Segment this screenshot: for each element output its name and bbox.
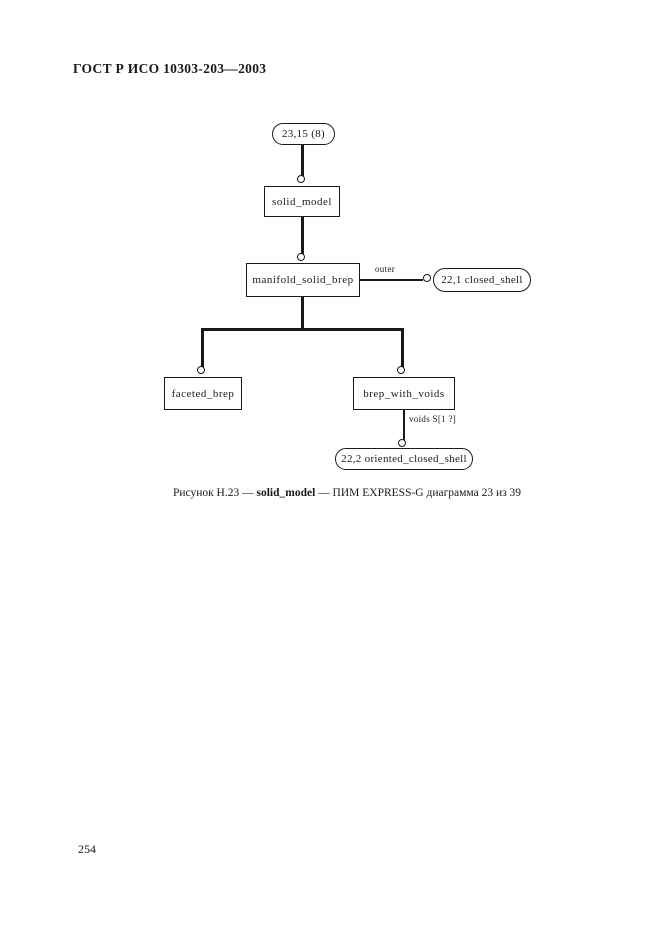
node-page-ref: 23,15 (8): [272, 123, 335, 145]
supertype-line: [301, 297, 304, 331]
relationship-circle: [197, 366, 205, 374]
figure-caption: Рисунок Н.23 — solid_model — ПИМ EXPRESS…: [40, 487, 654, 499]
relationship-circle: [297, 175, 305, 183]
relationship-circle: [398, 439, 406, 447]
node-faceted-brep: faceted_brep: [164, 377, 242, 410]
caption-suffix: — ПИМ EXPRESS-G диаграмма 23 из 39: [315, 487, 522, 499]
caption-prefix: Рисунок Н.23 —: [172, 487, 257, 499]
express-g-diagram: 23,15 (8) solid_model manifold_solid_bre…: [164, 123, 531, 470]
relationship-circle: [297, 253, 305, 261]
page-number: 254: [78, 842, 96, 856]
node-solid-model: solid_model: [264, 186, 340, 217]
caption-entity-name: solid_model: [256, 487, 316, 499]
node-closed-shell-ref: 22,1 closed_shell: [433, 268, 531, 292]
node-manifold-solid-brep: manifold_solid_brep: [246, 263, 360, 297]
edge-label-outer: outer: [375, 264, 395, 274]
relationship-circle: [397, 366, 405, 374]
attribute-line: [360, 279, 423, 281]
subtype-branch-line: [201, 328, 404, 331]
supertype-line: [301, 217, 304, 254]
edge-label-voids: voids S[1 ?]: [409, 414, 457, 424]
node-brep-with-voids: brep_with_voids: [353, 377, 455, 410]
subtype-line-right: [401, 328, 404, 368]
attribute-line: [403, 410, 405, 440]
relationship-circle: [423, 274, 431, 282]
page-header: ГОСТ Р ИСО 10303-203—2003: [73, 61, 267, 76]
node-oriented-closed-shell-ref: 22,2 oriented_closed_shell: [335, 448, 473, 470]
supertype-line: [301, 145, 304, 176]
subtype-line-left: [201, 328, 204, 368]
